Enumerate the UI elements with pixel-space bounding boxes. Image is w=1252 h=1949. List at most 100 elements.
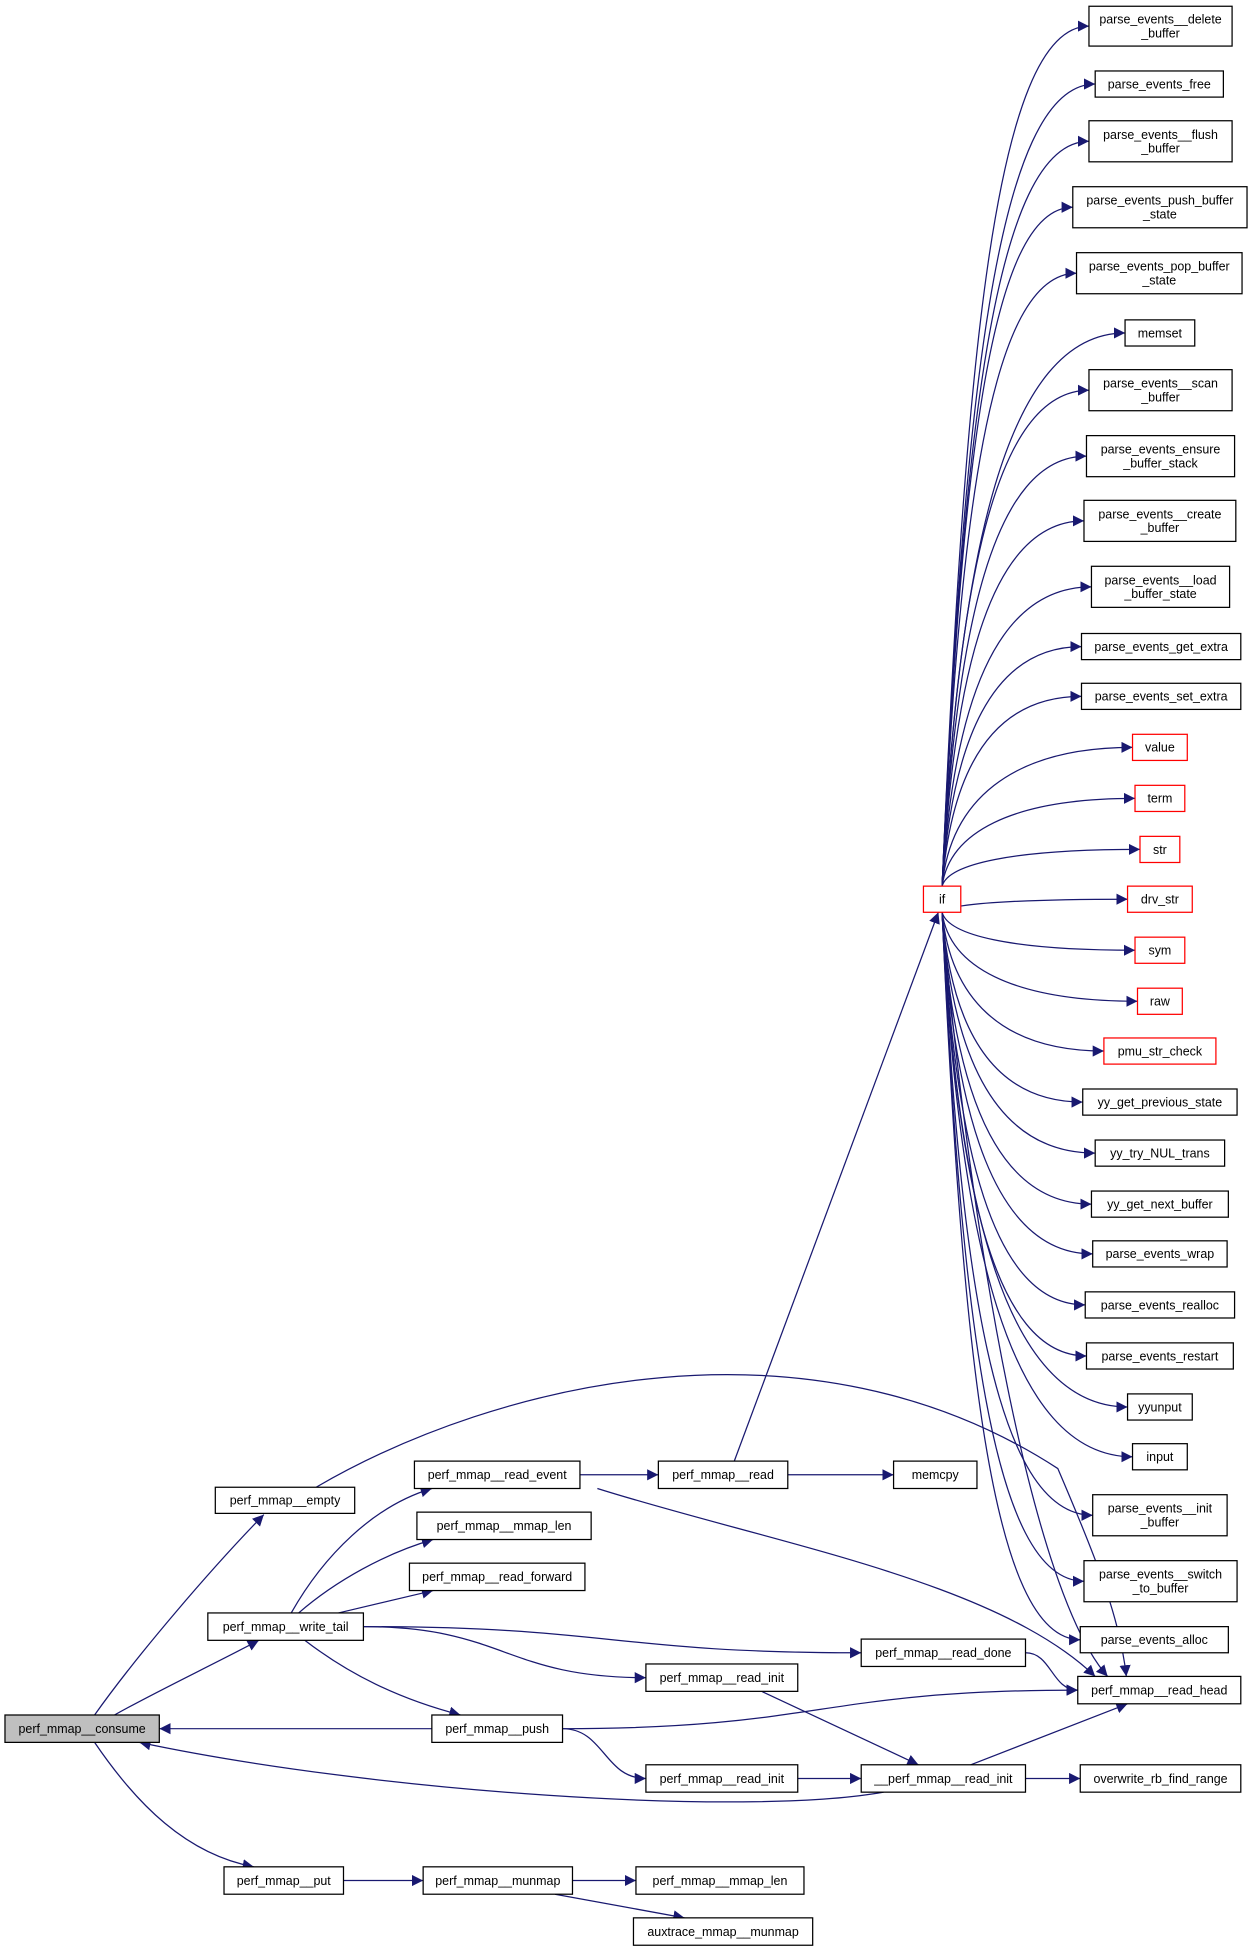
node-box[interactable] [1080, 632, 1242, 661]
node-box[interactable] [1136, 987, 1183, 1015]
node-pe-get-extra[interactable]: parse_events_get_extra [1080, 632, 1242, 661]
node-box[interactable] [657, 1460, 789, 1490]
node-pe-delete[interactable]: parse_events__delete_buffer [1088, 5, 1233, 47]
node-box[interactable] [922, 885, 962, 913]
node-box[interactable] [892, 1460, 978, 1490]
node-box[interactable] [1077, 1675, 1242, 1705]
node-pe-restart[interactable]: parse_events_restart [1085, 1342, 1234, 1370]
node-box[interactable] [207, 1612, 365, 1641]
node-box[interactable] [1085, 434, 1236, 478]
node-raw[interactable]: raw [1136, 987, 1183, 1015]
node-if[interactable]: if [922, 885, 962, 913]
node-sym[interactable]: sym [1134, 936, 1186, 964]
node-box[interactable] [1072, 186, 1248, 229]
node-input[interactable]: input [1131, 1443, 1188, 1471]
node-box[interactable] [1085, 1342, 1234, 1370]
node-pe-push[interactable]: parse_events_push_buffer_state [1072, 186, 1248, 229]
node-box[interactable] [1082, 1088, 1238, 1116]
node-str[interactable]: str [1139, 835, 1181, 864]
node-pe-realloc[interactable]: parse_events_realloc [1084, 1291, 1236, 1319]
node-empty[interactable]: perf_mmap__empty [214, 1486, 356, 1515]
node-box[interactable] [1131, 1443, 1188, 1471]
node-mmap-len2[interactable]: perf_mmap__mmap_len [635, 1866, 805, 1895]
node-value[interactable]: value [1131, 733, 1188, 762]
node-auxtrace[interactable]: auxtrace_mmap__munmap [632, 1917, 814, 1946]
node-box[interactable] [1084, 1291, 1236, 1319]
node-overwrite[interactable]: overwrite_rb_find_range [1079, 1764, 1242, 1793]
node-box[interactable] [1092, 1240, 1228, 1268]
node-box[interactable] [416, 1511, 592, 1541]
node-box[interactable] [223, 1866, 345, 1895]
node-read-init2[interactable]: perf_mmap__read_init [645, 1764, 799, 1793]
node-pe-scan[interactable]: parse_events__scan_buffer [1088, 369, 1233, 412]
node-box[interactable] [1079, 1626, 1229, 1654]
node-yyunput[interactable]: yyunput [1126, 1393, 1193, 1421]
node-box[interactable] [1103, 1037, 1217, 1065]
node-pe-ensure[interactable]: parse_events_ensure_buffer_stack [1085, 434, 1236, 478]
node-box[interactable] [1134, 936, 1186, 964]
node-box[interactable] [422, 1866, 574, 1895]
node-memset[interactable]: memset [1124, 319, 1196, 347]
node-box[interactable] [860, 1764, 1027, 1793]
node-drv-str[interactable]: drv_str [1126, 885, 1193, 913]
node-pe-init[interactable]: parse_events__init_buffer [1092, 1494, 1228, 1537]
node-box[interactable] [1083, 1560, 1238, 1603]
node---read-init[interactable]: __perf_mmap__read_init [860, 1764, 1027, 1793]
node-pe-switch[interactable]: parse_events__switch_to_buffer [1083, 1560, 1238, 1603]
node-pe-flush[interactable]: parse_events__flush_buffer [1088, 120, 1233, 163]
node-box[interactable] [1088, 120, 1233, 163]
node-read-init1[interactable]: perf_mmap__read_init [645, 1663, 799, 1692]
node-box[interactable] [431, 1714, 564, 1743]
node-box[interactable] [214, 1486, 356, 1515]
node-mmap-len1[interactable]: perf_mmap__mmap_len [416, 1511, 592, 1541]
node-read-done[interactable]: perf_mmap__read_done [860, 1638, 1027, 1668]
node-box[interactable] [408, 1562, 586, 1592]
node-read-event[interactable]: perf_mmap__read_event [413, 1460, 581, 1490]
node-box[interactable] [1126, 1393, 1193, 1421]
node-box[interactable] [1088, 5, 1233, 47]
node-box[interactable] [1139, 835, 1181, 864]
node-box[interactable] [1134, 784, 1186, 813]
node-consume[interactable]: perf_mmap__consume [4, 1714, 160, 1743]
node-yy-prev[interactable]: yy_get_previous_state [1082, 1088, 1238, 1116]
node-box[interactable] [1124, 319, 1196, 347]
node-box[interactable] [1079, 1764, 1242, 1793]
node-box[interactable] [645, 1764, 799, 1793]
node-pe-pop[interactable]: parse_events_pop_buffer_state [1075, 252, 1243, 295]
node-pe-load[interactable]: parse_events__load_buffer_state [1090, 565, 1231, 608]
node-yy-nul[interactable]: yy_try_NUL_trans [1094, 1139, 1226, 1167]
node-box[interactable] [860, 1638, 1027, 1668]
node-box[interactable] [1094, 1139, 1226, 1167]
node-munmap[interactable]: perf_mmap__munmap [422, 1866, 574, 1895]
node-put[interactable]: perf_mmap__put [223, 1866, 345, 1895]
node-pmu-str-check[interactable]: pmu_str_check [1103, 1037, 1217, 1065]
node-box[interactable] [1090, 1190, 1229, 1218]
node-box[interactable] [632, 1917, 814, 1946]
node-term[interactable]: term [1134, 784, 1186, 813]
node-box[interactable] [1090, 565, 1231, 608]
node-pe-wrap[interactable]: parse_events_wrap [1092, 1240, 1228, 1268]
node-read[interactable]: perf_mmap__read [657, 1460, 789, 1490]
node-box[interactable] [1075, 252, 1243, 295]
node-yy-next[interactable]: yy_get_next_buffer [1090, 1190, 1229, 1218]
node-pe-free[interactable]: parse_events_free [1094, 70, 1224, 98]
node-box[interactable] [1126, 885, 1193, 913]
node-push[interactable]: perf_mmap__push [431, 1714, 564, 1743]
node-box[interactable] [1080, 682, 1242, 711]
node-box[interactable] [413, 1460, 581, 1490]
node-box[interactable] [645, 1663, 799, 1692]
node-pe-alloc[interactable]: parse_events_alloc [1079, 1626, 1229, 1654]
node-box[interactable] [1088, 369, 1233, 412]
node-box[interactable] [1131, 733, 1188, 762]
node-box[interactable] [1083, 499, 1237, 543]
node-box[interactable] [1092, 1494, 1228, 1537]
node-read-forward[interactable]: perf_mmap__read_forward [408, 1562, 586, 1592]
node-box[interactable] [635, 1866, 805, 1895]
node-write-tail[interactable]: perf_mmap__write_tail [207, 1612, 365, 1641]
node-box[interactable] [4, 1714, 160, 1743]
node-memcpy[interactable]: memcpy [892, 1460, 978, 1490]
node-read-head[interactable]: perf_mmap__read_head [1077, 1675, 1242, 1705]
node-box[interactable] [1094, 70, 1224, 98]
node-pe-set-extra[interactable]: parse_events_set_extra [1080, 682, 1242, 711]
node-pe-create[interactable]: parse_events__create_buffer [1083, 499, 1237, 543]
